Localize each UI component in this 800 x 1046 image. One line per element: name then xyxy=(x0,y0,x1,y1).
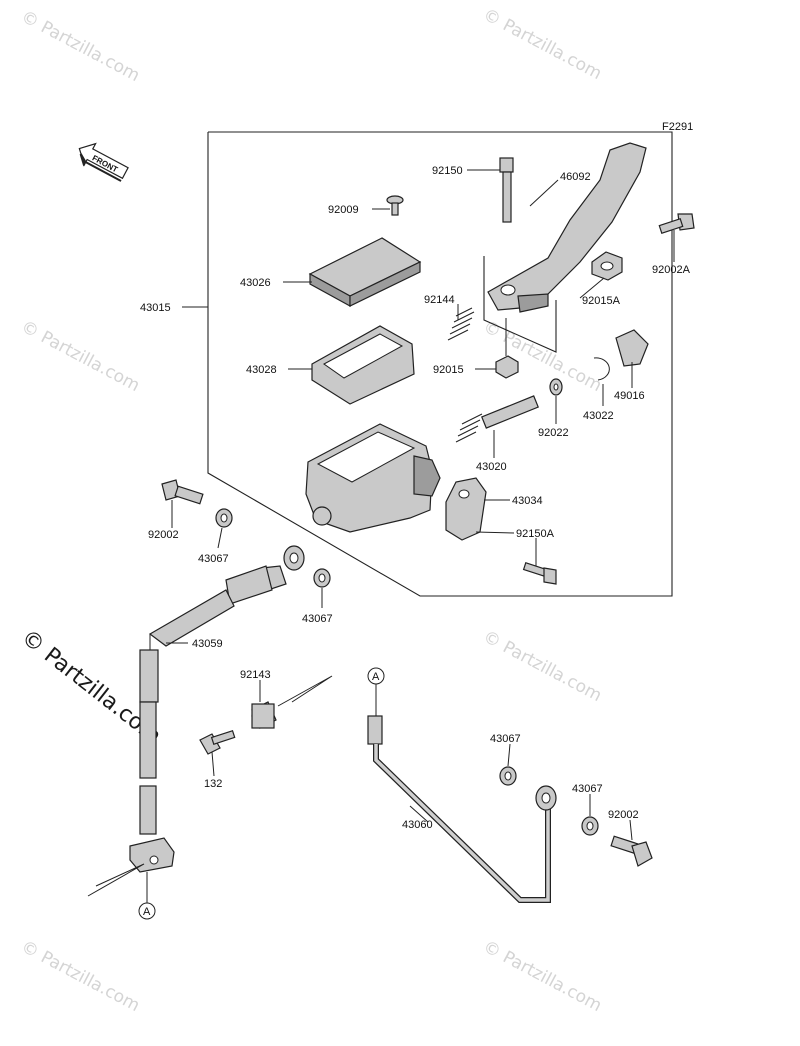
collar-pointer xyxy=(277,675,333,707)
label-43022: 43022 xyxy=(583,410,614,422)
bolt-92150-icon xyxy=(499,157,514,223)
reservoir-cap-43026-icon xyxy=(308,237,422,308)
leader-lines xyxy=(166,169,675,841)
watermark-mid-right: © Partzilla.com xyxy=(480,317,605,396)
washer-43067-a-icon xyxy=(215,508,233,528)
label-132: 132 xyxy=(204,778,222,790)
washer-43067-d-icon xyxy=(581,816,599,836)
watermark-bottom-right: © Partzilla.com xyxy=(480,937,605,1016)
label-43067-b: 43067 xyxy=(302,613,333,625)
banjo-bolt-92002-b-icon xyxy=(610,835,653,867)
screw-92009-icon xyxy=(386,195,404,216)
label-43015: 43015 xyxy=(140,302,171,314)
label-92144: 92144 xyxy=(424,294,455,306)
svg-text:A: A xyxy=(372,671,380,683)
front-arrow-icon: FRONT xyxy=(78,142,129,182)
label-92015A: 92015A xyxy=(582,295,621,307)
svg-text:A: A xyxy=(143,906,151,918)
boot-49016-icon xyxy=(615,329,649,367)
connector-a-bottom: A xyxy=(138,902,156,920)
figure-code: F2291 xyxy=(662,121,693,133)
watermark-mid-left: © Partzilla.com xyxy=(18,317,143,396)
label-92015: 92015 xyxy=(433,364,464,376)
watermark-bottom-left: © Partzilla.com xyxy=(18,937,143,1016)
bolt-92002A-icon xyxy=(658,213,695,234)
label-49016: 49016 xyxy=(614,390,645,402)
label-92002-lower: 92002 xyxy=(608,809,639,821)
assembly-frame xyxy=(207,131,673,597)
washer-92022-icon xyxy=(549,378,563,396)
piston-kit-43020-icon xyxy=(455,395,539,443)
lever-subframe xyxy=(483,256,557,353)
label-92143: 92143 xyxy=(240,669,271,681)
banjo-bolt-92002-icon xyxy=(161,479,204,505)
label-92150A: 92150A xyxy=(516,528,555,540)
label-92002A: 92002A xyxy=(652,264,691,276)
label-43034: 43034 xyxy=(512,495,543,507)
label-43059: 43059 xyxy=(192,638,223,650)
spring-92144-icon xyxy=(447,307,475,341)
label-43067-c: 43067 xyxy=(490,733,521,745)
brake-lever-46092-icon xyxy=(487,142,647,313)
label-43020: 43020 xyxy=(476,461,507,473)
connector-a-pointer xyxy=(87,863,145,897)
label-46092: 46092 xyxy=(560,171,591,183)
circlip-43022-icon xyxy=(593,357,610,381)
label-92022: 92022 xyxy=(538,427,569,439)
washer-43067-b-icon xyxy=(313,568,331,588)
master-cylinder-body-icon xyxy=(305,423,441,533)
brake-pipe-43060-icon xyxy=(367,715,557,903)
label-43026: 43026 xyxy=(240,277,271,289)
connector-a-top: A xyxy=(367,667,385,685)
washer-43067-c-icon xyxy=(499,766,517,786)
watermark-top-left: © Partzilla.com xyxy=(18,7,143,86)
label-92009: 92009 xyxy=(328,204,359,216)
nut-92015A-icon xyxy=(591,251,623,281)
bolt-132-icon xyxy=(199,729,236,755)
watermark-top-right: © Partzilla.com xyxy=(480,5,605,84)
collar-92143-icon xyxy=(251,701,277,729)
label-43060: 43060 xyxy=(402,819,433,831)
diaphragm-43028-icon xyxy=(311,325,415,405)
clamp-43034-icon xyxy=(445,477,487,541)
watermark-low-right: © Partzilla.com xyxy=(480,627,605,706)
brake-hose-43059-icon xyxy=(129,545,305,873)
callout-labels: 92150 46092 92009 92002A 43026 43015 921… xyxy=(140,165,691,831)
bolt-92150A-icon xyxy=(522,562,557,585)
label-92002-upper: 92002 xyxy=(148,529,179,541)
label-43067-d: 43067 xyxy=(572,783,603,795)
label-43067-a: 43067 xyxy=(198,553,229,565)
label-43028: 43028 xyxy=(246,364,277,376)
nut-92015-icon xyxy=(495,355,519,379)
label-92150: 92150 xyxy=(432,165,463,177)
